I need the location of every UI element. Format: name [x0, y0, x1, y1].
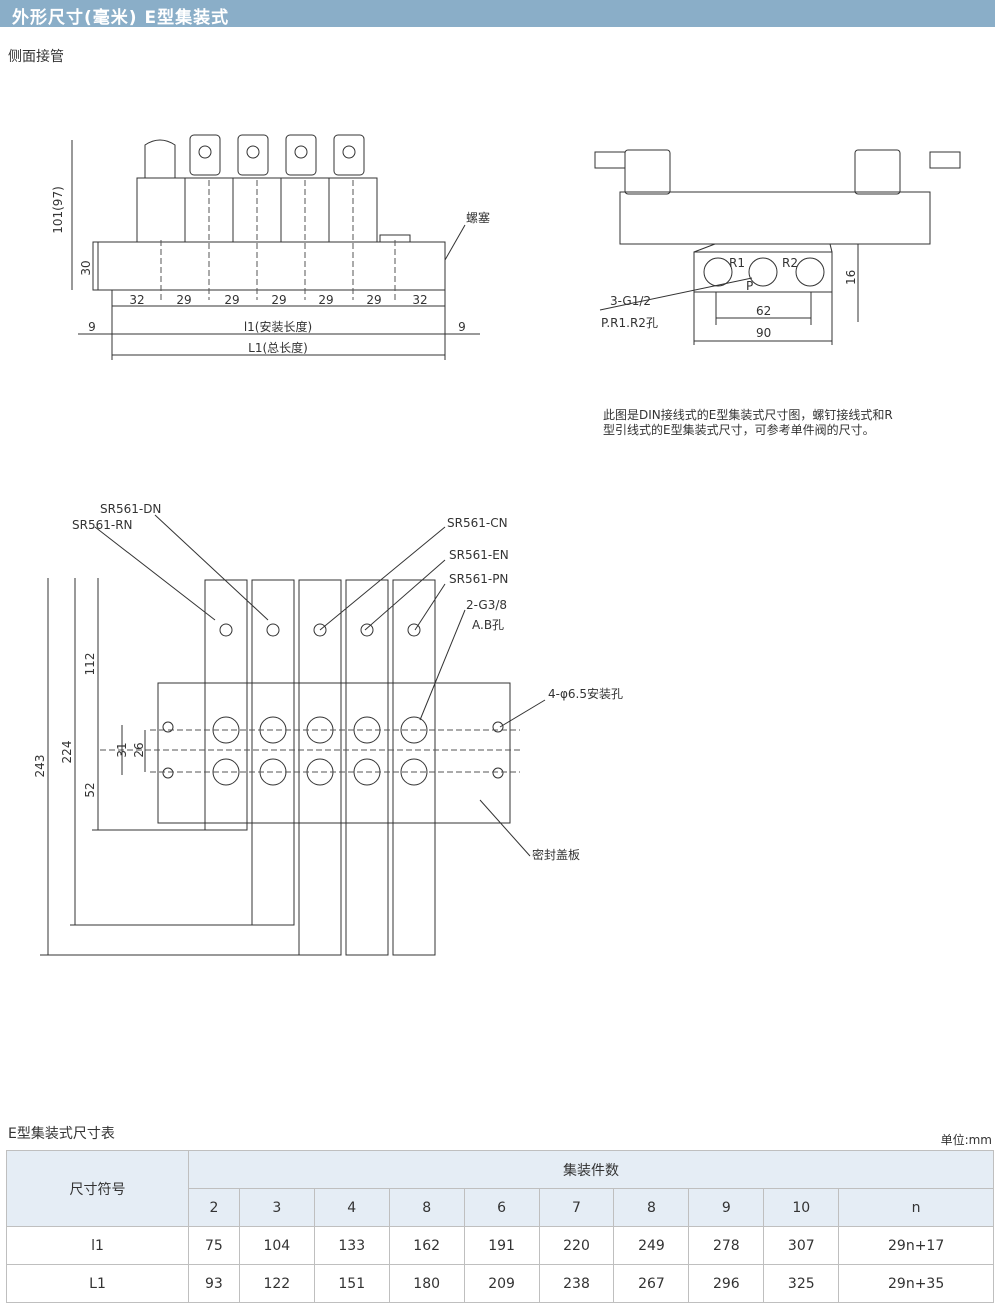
- table-columns-row: 2 3 4 8 6 7 8 9 10 n: [7, 1188, 994, 1227]
- pitch-label: 32: [129, 293, 144, 307]
- front-view-drawing: [71, 134, 480, 360]
- dim-side-left: 9: [88, 320, 96, 334]
- header-bar: 外形尺寸(毫米) E型集装式: [0, 0, 995, 28]
- technical-drawings: 101(97) 30 螺塞 32 29 29 29 29 29 32 9 9 l…: [33, 134, 961, 956]
- mount-hole-label: 4-φ6.5安装孔: [548, 686, 623, 701]
- table-cell: 267: [613, 1264, 690, 1303]
- table-row: l1 75 104 133 162 191 220 249 278 307 29…: [6, 1226, 994, 1265]
- column-header: 7: [538, 1188, 615, 1227]
- seal-plate-label: 密封盖板: [532, 847, 580, 862]
- dimension-table: 尺寸符号 集装件数 2 3 4 8 6 7 8 9 10 n l1 75 104…: [6, 1150, 994, 1303]
- table-cell: 75: [188, 1226, 240, 1265]
- unit-label: 单位:mm: [940, 1133, 992, 1147]
- table-cell: 325: [763, 1264, 840, 1303]
- column-header: 10: [763, 1188, 840, 1227]
- column-header: 9: [688, 1188, 765, 1227]
- table-cell: 29n+17: [838, 1226, 994, 1265]
- table-row: L1 93 122 151 180 209 238 267 296 325 29…: [6, 1264, 994, 1303]
- dim-62: 62: [756, 304, 771, 318]
- pitch-label: 32: [412, 293, 427, 307]
- model-label: SR561-CN: [447, 516, 508, 530]
- table-cell: 238: [538, 1264, 615, 1303]
- top-view-drawing: [40, 514, 546, 956]
- dim-L1: L1(总长度): [248, 340, 308, 355]
- page-title: 外形尺寸(毫米) E型集装式: [12, 8, 230, 28]
- table-cell: 191: [463, 1226, 540, 1265]
- table-cell: 278: [688, 1226, 765, 1265]
- pitch-label: 29: [366, 293, 381, 307]
- table-cell: 249: [613, 1226, 690, 1265]
- column-header: 3: [238, 1188, 315, 1227]
- table-cell: 93: [188, 1264, 240, 1303]
- table-cell: 209: [463, 1264, 540, 1303]
- model-label: SR561-RN: [72, 518, 133, 532]
- thread-label: 3-G1/2: [610, 294, 651, 308]
- column-header: 8: [388, 1188, 465, 1227]
- dim-52: 52: [83, 782, 97, 797]
- note-line: 此图是DIN接线式的E型集装式尺寸图，螺钉接线式和R: [603, 408, 893, 422]
- table-cell: 133: [313, 1226, 390, 1265]
- dim-base: 30: [79, 260, 93, 275]
- ab-thread-label: 2-G3/8: [466, 598, 507, 612]
- group-header-cell: 集装件数: [188, 1150, 994, 1189]
- dim-224: 224: [60, 741, 74, 764]
- table-cell: 122: [238, 1264, 315, 1303]
- table-cell: 307: [763, 1226, 840, 1265]
- pitch-label: 29: [318, 293, 333, 307]
- table-cell: 29n+35: [838, 1264, 994, 1303]
- dim-90: 90: [756, 326, 771, 340]
- model-label: SR561-DN: [100, 502, 161, 516]
- table-cell: 151: [313, 1264, 390, 1303]
- column-header: 6: [463, 1188, 540, 1227]
- section-subtitle: 侧面接管: [8, 49, 64, 65]
- row-label: l1: [6, 1226, 189, 1265]
- table-cell: 220: [538, 1226, 615, 1265]
- dim-243: 243: [33, 755, 47, 778]
- row-label: L1: [6, 1264, 189, 1303]
- pitch-label: 29: [176, 293, 191, 307]
- port-r1: R1: [729, 256, 745, 270]
- dim-l1: l1(安装长度): [244, 319, 312, 334]
- column-header: n: [838, 1188, 994, 1227]
- table-cell: 104: [238, 1226, 315, 1265]
- dim-side-right: 9: [458, 320, 466, 334]
- table-cell: 296: [688, 1264, 765, 1303]
- row-header-cell: 尺寸符号: [6, 1150, 189, 1227]
- table-header-row: 尺寸符号 集装件数: [6, 1150, 994, 1227]
- table-cell: 180: [388, 1264, 465, 1303]
- pitch-label: 29: [271, 293, 286, 307]
- table-title: E型集装式尺寸表: [8, 1126, 115, 1142]
- pitch-label: 29: [224, 293, 239, 307]
- model-label: SR561-EN: [449, 548, 509, 562]
- side-view-drawing: [594, 149, 961, 345]
- table-cell: 162: [388, 1226, 465, 1265]
- port-p: P: [746, 279, 753, 293]
- column-header: 4: [313, 1188, 390, 1227]
- dim-16: 16: [844, 270, 858, 285]
- dim-112: 112: [83, 653, 97, 676]
- drawing-note: 此图是DIN接线式的E型集装式尺寸图，螺钉接线式和R 型引线式的E型集装式尺寸，…: [603, 408, 923, 438]
- ab-port-label: A.B孔: [472, 618, 504, 632]
- column-header: 8: [613, 1188, 690, 1227]
- ports-label: P.R1.R2孔: [601, 316, 658, 330]
- port-r2: R2: [782, 256, 798, 270]
- model-label: SR561-PN: [449, 572, 508, 586]
- dim-31: 31: [115, 742, 129, 757]
- dim-height: 101(97): [51, 186, 65, 234]
- plug-label: 螺塞: [466, 210, 490, 225]
- dim-26: 26: [132, 742, 146, 757]
- column-header: 2: [188, 1188, 240, 1227]
- note-line: 型引线式的E型集装式尺寸，可参考单件阀的尺寸。: [603, 423, 875, 437]
